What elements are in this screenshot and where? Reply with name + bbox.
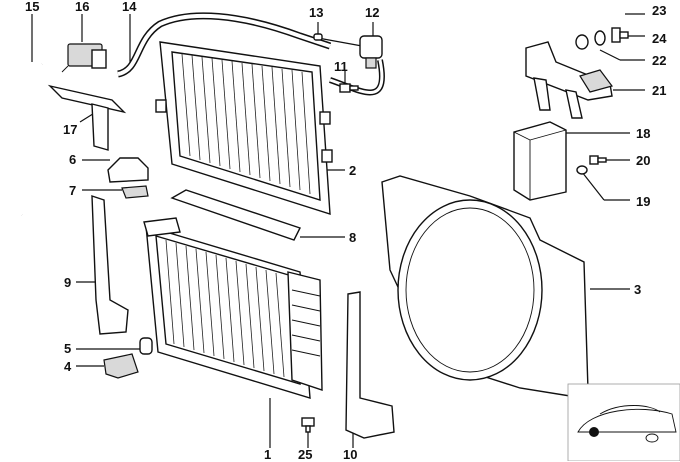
callout-6: 6 [69, 152, 77, 167]
washer-13 [313, 33, 323, 41]
callout-22: 22 [652, 53, 667, 68]
bushing-5 [139, 337, 153, 355]
callout-3: 3 [634, 282, 642, 297]
bolt-20 [589, 155, 607, 165]
callout-23: 23 [652, 3, 667, 18]
bolt-25 [301, 417, 315, 433]
callout-17: 17 [63, 122, 78, 137]
callout-13: 13 [309, 5, 324, 20]
control-unit-18 [513, 121, 567, 201]
washer-24 [594, 30, 606, 46]
bracket-10 [345, 291, 395, 439]
bolt-23 [611, 27, 629, 43]
washer-22 [575, 34, 589, 50]
callout-16: 16 [75, 0, 90, 14]
callout-7: 7 [69, 183, 77, 198]
callout-9: 9 [64, 275, 72, 290]
mount-4 [103, 353, 139, 379]
bracket-17 [47, 84, 127, 151]
callout-5: 5 [64, 341, 72, 356]
mount-6 [107, 157, 149, 183]
washer-19 [576, 165, 588, 175]
callout-1: 1 [264, 447, 272, 462]
callout-11: 11 [334, 59, 348, 74]
callout-8: 8 [349, 230, 357, 245]
condenser-2 [155, 41, 333, 215]
callout-2: 2 [349, 163, 357, 178]
callout-15: 15 [25, 0, 40, 14]
relay-16 [61, 43, 107, 73]
fan-shroud-3 [381, 175, 589, 397]
screw-11 [339, 83, 359, 93]
valve-12 [317, 35, 383, 69]
callout-12: 12 [365, 5, 380, 20]
callout-24: 24 [652, 31, 667, 46]
radiator-1 [143, 217, 323, 399]
bracket-21 [525, 41, 614, 119]
callout-25: 25 [298, 447, 313, 462]
clip-7 [121, 185, 149, 199]
seal-strip-8 [170, 189, 301, 241]
callout-10: 10 [343, 447, 358, 462]
car-thumbnail [567, 383, 680, 461]
callout-21: 21 [652, 83, 667, 98]
callout-4: 4 [64, 359, 72, 374]
callout-14: 14 [122, 0, 137, 14]
callout-19: 19 [636, 194, 651, 209]
air-guide-9 [91, 195, 129, 335]
callout-18: 18 [636, 126, 651, 141]
callout-20: 20 [636, 153, 651, 168]
